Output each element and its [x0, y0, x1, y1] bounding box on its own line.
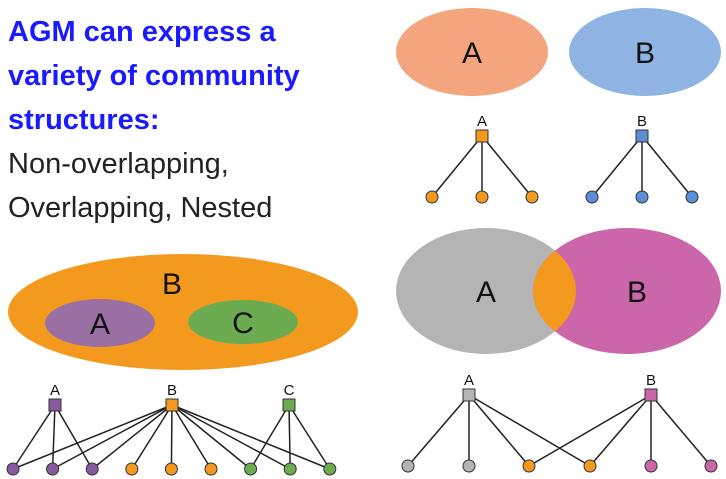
edge	[288, 404, 331, 470]
member-node	[46, 462, 60, 476]
set-ellipse-a	[45, 299, 155, 347]
member-node	[525, 190, 539, 204]
edge	[54, 404, 93, 470]
set-label-b: B	[635, 37, 655, 70]
headline-line-3: structures:	[8, 104, 160, 136]
member-node	[685, 190, 699, 204]
member-node	[244, 462, 258, 476]
member-node	[462, 459, 476, 473]
headline-line-2: variety of community	[8, 60, 300, 92]
set-label-a: A	[90, 308, 110, 341]
community-label-b: B	[637, 113, 647, 130]
edge	[170, 404, 173, 470]
edge	[589, 394, 652, 467]
community-node-c	[282, 398, 296, 412]
member-node	[204, 462, 218, 476]
member-node	[6, 462, 20, 476]
set-ellipse-c	[188, 300, 298, 344]
member-node	[583, 459, 597, 473]
edge	[468, 394, 591, 467]
community-node-b	[644, 388, 658, 402]
edge	[12, 404, 56, 470]
member-node	[323, 462, 337, 476]
member-node	[635, 190, 649, 204]
edge	[171, 404, 331, 470]
member-node	[85, 462, 99, 476]
edge	[91, 404, 173, 470]
body-line-1: Non-overlapping,	[8, 148, 229, 180]
slide-text: AGM can express a variety of community s…	[8, 10, 378, 230]
edge	[591, 135, 643, 198]
edge	[171, 404, 212, 470]
edge	[407, 394, 470, 467]
set-ellipse-b	[533, 228, 721, 354]
edge	[171, 404, 252, 470]
edge	[12, 404, 173, 470]
edge	[171, 404, 291, 470]
edge	[650, 394, 712, 467]
set-label-b: B	[162, 268, 182, 301]
member-node	[522, 459, 536, 473]
community-label-a: A	[50, 382, 60, 399]
member-node	[644, 459, 658, 473]
edge	[288, 404, 291, 470]
headline-line-1: AGM can express a	[8, 16, 276, 48]
community-node-b	[165, 398, 179, 412]
set-ellipse-b	[569, 8, 721, 96]
community-node-b	[635, 129, 649, 143]
edge	[51, 404, 56, 470]
set-label-a: A	[476, 276, 496, 309]
community-node-a	[462, 388, 476, 402]
member-node	[475, 190, 489, 204]
community-node-a	[48, 398, 62, 412]
edge	[431, 135, 483, 198]
community-label-c: C	[284, 382, 295, 399]
set-label-b: B	[627, 276, 647, 309]
member-node	[125, 462, 139, 476]
community-node-a	[475, 129, 489, 143]
member-node	[425, 190, 439, 204]
community-label-b: B	[646, 372, 656, 389]
edge	[52, 404, 173, 470]
member-node	[164, 462, 178, 476]
edge	[641, 135, 693, 198]
member-node	[283, 462, 297, 476]
edge	[249, 404, 290, 470]
set-label-c: C	[232, 307, 254, 340]
edge	[468, 394, 530, 467]
edge	[481, 135, 533, 198]
body-line-2: Overlapping, Nested	[8, 192, 273, 224]
edge	[131, 404, 173, 470]
community-label-a: A	[477, 113, 487, 130]
member-node	[401, 459, 415, 473]
member-node	[704, 459, 718, 473]
set-ellipse-a	[396, 228, 576, 354]
community-label-a: A	[464, 372, 474, 389]
set-ellipse-a	[396, 8, 548, 96]
community-label-b: B	[167, 382, 177, 399]
edge	[528, 394, 652, 467]
member-node	[585, 190, 599, 204]
set-label-a: A	[462, 37, 482, 70]
